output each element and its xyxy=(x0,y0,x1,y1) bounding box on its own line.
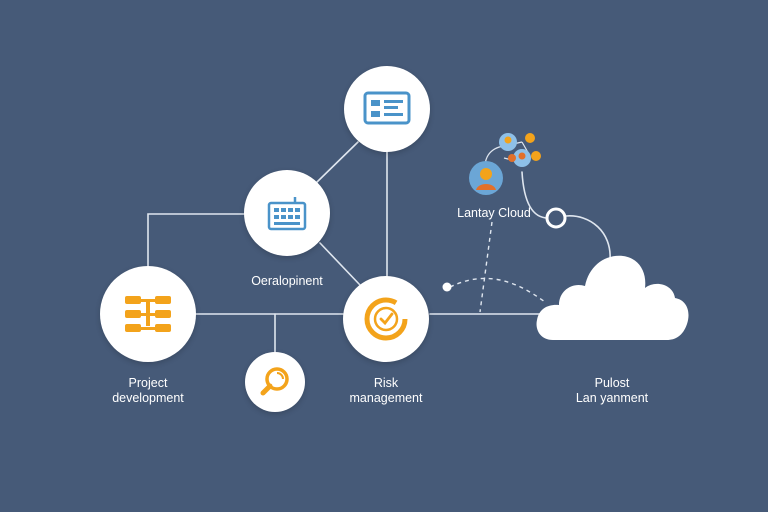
connector-dot xyxy=(442,282,452,292)
project-label-line2: development xyxy=(112,391,184,405)
project-label-line1: Project xyxy=(128,376,168,390)
risk-label-line2: management xyxy=(349,391,423,405)
search-magnifier-icon xyxy=(260,367,289,396)
node-project xyxy=(100,266,196,362)
dashboard-panel-icon xyxy=(363,91,411,125)
dashed-connector-curve xyxy=(449,277,546,303)
node-top xyxy=(344,66,430,152)
connector-ring xyxy=(545,207,567,229)
cloud-icon xyxy=(536,255,689,340)
workflow-blocks-icon xyxy=(125,296,171,332)
cloud-label-line1: Pulost xyxy=(594,376,630,390)
connector-development-risk xyxy=(319,242,361,286)
node-risk-label: Risk management xyxy=(336,376,436,406)
connector-ring-cloud xyxy=(565,215,611,261)
node-cloud-label: Pulost Lan yanment xyxy=(556,376,668,406)
node-development-label: Oeralopinent xyxy=(236,274,338,289)
cloud-label-line2: Lan yanment xyxy=(575,391,649,405)
connector-team-ring xyxy=(521,171,549,219)
node-risk xyxy=(343,276,429,362)
node-project-label: Project development xyxy=(96,376,200,406)
node-development xyxy=(244,170,330,256)
team-label: Lantay Cloud xyxy=(446,206,542,221)
keyboard-grid-icon xyxy=(267,197,307,231)
node-cloud xyxy=(535,252,689,342)
node-search xyxy=(245,352,305,412)
development-label-text: Oeralopinent xyxy=(251,274,323,288)
team-avatars-icon xyxy=(469,133,541,195)
team-label-text: Lantay Cloud xyxy=(457,206,531,220)
risk-label-line1: Risk xyxy=(373,376,399,390)
dashed-connector-vertical xyxy=(479,221,493,313)
team-cluster xyxy=(464,128,550,200)
connector-project-development xyxy=(147,213,247,277)
connector-development-top xyxy=(315,141,359,184)
gauge-check-icon xyxy=(364,297,408,341)
